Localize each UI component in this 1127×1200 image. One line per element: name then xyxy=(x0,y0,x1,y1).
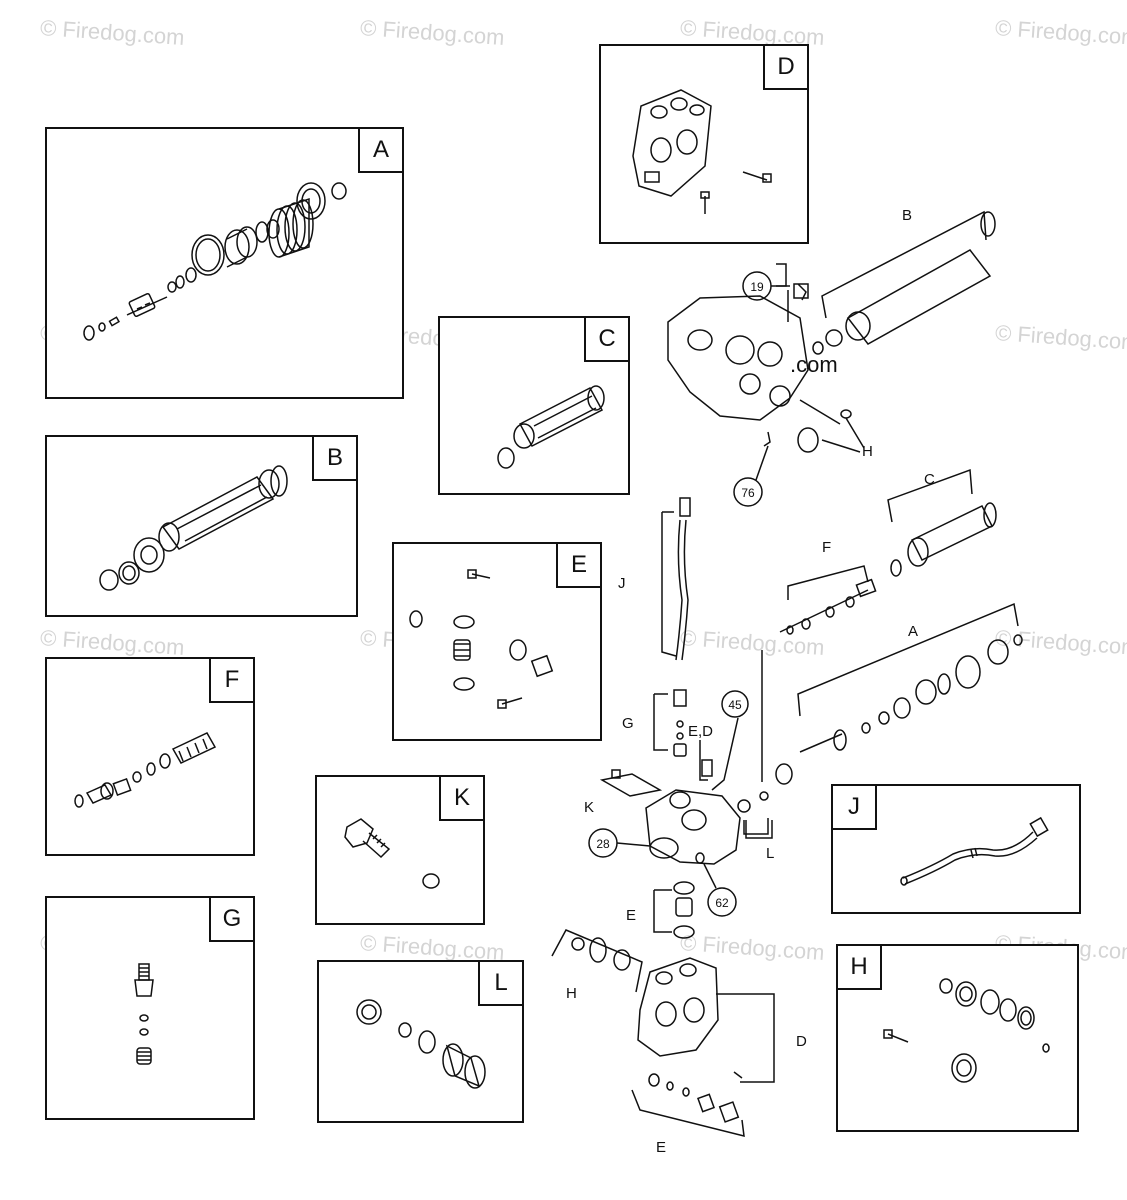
injector-kit-drawing xyxy=(134,963,154,1065)
cylinder-sleeve-kit-drawing xyxy=(99,465,288,591)
bypass-hose-drawing xyxy=(900,816,1049,886)
bracket-label-l: L xyxy=(766,845,774,862)
cylinder-sleeve-drawing xyxy=(497,385,605,469)
inset-label-e: E xyxy=(556,544,600,588)
inset-label-g: G xyxy=(209,898,253,942)
inset-label-c: C xyxy=(584,318,628,362)
inset-label-b: B xyxy=(312,437,356,481)
callout-62: 62 xyxy=(715,896,729,910)
thermal-valve-kit-drawing xyxy=(74,732,217,808)
inset-label-k: K xyxy=(439,777,483,821)
inset-box-e: E xyxy=(392,542,602,741)
inset-label-d: D xyxy=(763,46,807,90)
inset-box-b: B xyxy=(45,435,358,617)
bracket-label-d: D xyxy=(796,1033,807,1050)
bracket-label-a: A xyxy=(908,623,918,640)
inset-box-a: A xyxy=(45,127,404,399)
inset-box-g: G xyxy=(45,896,255,1120)
bracket-label-h-top: H xyxy=(862,443,873,460)
watermark-fragment: .com xyxy=(790,352,838,377)
inset-box-l: L xyxy=(317,960,524,1123)
callout-76: 76 xyxy=(741,486,755,500)
bracket-label-c: C xyxy=(924,471,935,488)
inset-box-c: C xyxy=(438,316,630,495)
bracket-label-ed: E,D xyxy=(688,723,713,740)
inset-label-a: A xyxy=(358,129,402,173)
seal-kit-l-drawing xyxy=(356,999,486,1089)
callout-45: 45 xyxy=(728,698,742,712)
inset-box-j: J xyxy=(831,784,1081,914)
inset-label-j: J xyxy=(833,786,877,830)
inset-box-h: H xyxy=(836,944,1079,1132)
bracket-label-b: B xyxy=(902,207,912,224)
bracket-label-e-mid: E xyxy=(626,907,636,924)
check-valve-kit-drawing xyxy=(409,569,554,709)
bracket-label-e-bottom: E xyxy=(656,1139,666,1156)
plug-kit-drawing xyxy=(344,818,440,889)
bracket-label-h-bottom: H xyxy=(566,985,577,1002)
bracket-label-f: F xyxy=(822,539,831,556)
bracket-label-g: G xyxy=(622,715,634,732)
inset-box-f: F xyxy=(45,657,255,856)
callout-19: 19 xyxy=(750,280,764,294)
valve-head-drawing xyxy=(632,89,772,214)
unloader-valve-kit-drawing xyxy=(83,182,347,341)
inset-label-l: L xyxy=(478,962,522,1006)
seal-kit-drawing xyxy=(883,978,1050,1083)
bracket-label-k: K xyxy=(584,799,594,816)
inset-box-k: K xyxy=(315,775,485,925)
inset-box-d: D xyxy=(599,44,809,244)
callout-28: 28 xyxy=(596,837,610,851)
inset-label-h: H xyxy=(838,946,882,990)
bracket-label-j: J xyxy=(618,575,626,592)
inset-label-f: F xyxy=(209,659,253,703)
